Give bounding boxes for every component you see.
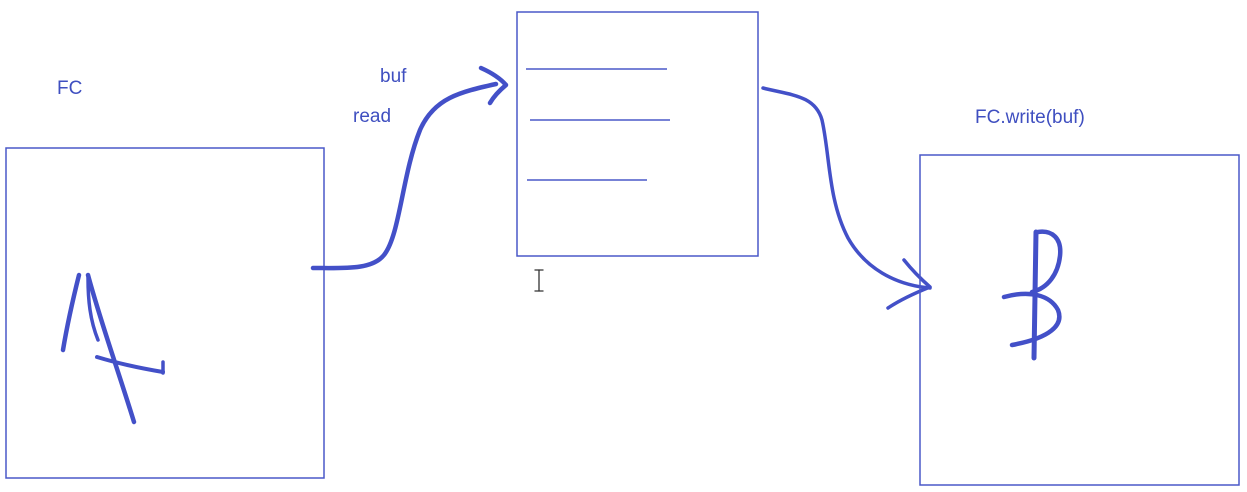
- text-cursor-icon: [534, 269, 544, 292]
- fc-label: FC: [57, 78, 83, 99]
- handwritten-b-glyph: [1001, 229, 1063, 361]
- buffer-box: [516, 11, 759, 257]
- buffer-lines: [526, 68, 670, 181]
- destination-box: [919, 154, 1240, 486]
- arrow-buffer-to-destination: [761, 86, 932, 310]
- fc-write-label: FC.write(buf): [975, 107, 1085, 128]
- source-box: [5, 147, 325, 479]
- read-label: read: [353, 106, 392, 127]
- arrow-source-to-buffer: [310, 65, 509, 271]
- buf-label: buf: [380, 66, 407, 87]
- handwritten-a-glyph: [60, 272, 165, 425]
